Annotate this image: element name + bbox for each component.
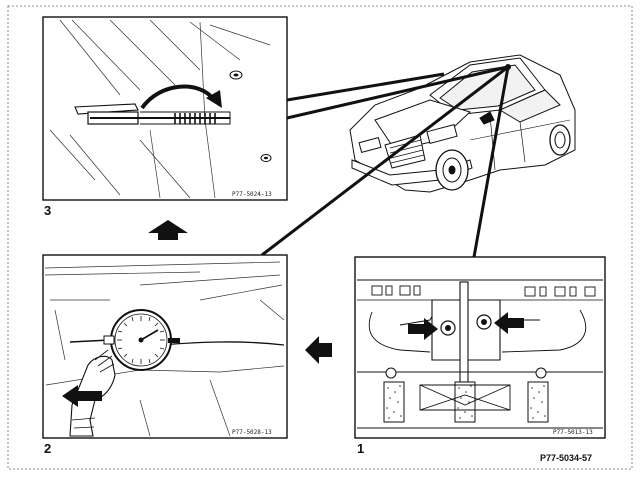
arrow-left-icon [494,312,524,334]
car-icon [349,54,576,193]
nut-icon [440,320,456,336]
arrow-right-icon [408,318,438,340]
bolt-icon [260,154,272,162]
arrow-left-icon [62,385,102,407]
panel-1: P77-5013-13 [354,256,606,439]
antenna-tool [74,103,231,125]
foam-block [383,381,405,423]
panel-2-number: 2 [44,441,51,456]
curved-arrow-icon [140,84,222,110]
leader-lines [261,65,510,258]
arrow-up-icon [148,220,188,240]
panel-1-code: P77-5013-13 [553,429,593,436]
panel-3-code: P77-5024-13 [232,191,272,198]
nut-icon [476,314,492,330]
arrow-left-icon [305,336,332,364]
gauge-icon [103,309,180,371]
figure-code: P77-5034-57 [540,453,592,463]
panel-3-number: 3 [44,203,51,218]
foam-block [454,381,476,423]
outer-frame [7,5,633,470]
panel-2-code: P77-5028-13 [232,429,272,436]
foam-block [527,381,549,423]
bolt-icon [229,70,243,80]
panel-3: P77-5024-13 [42,16,288,201]
panel-2: P77-5028-13 [42,254,288,439]
panel-1-number: 1 [357,441,364,456]
